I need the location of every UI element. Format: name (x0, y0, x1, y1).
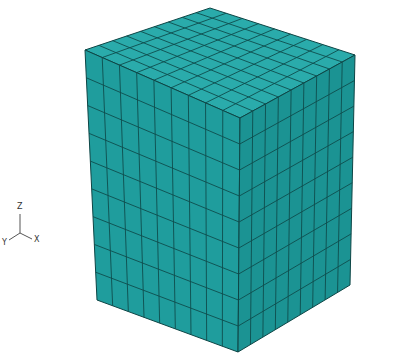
mesh-line (137, 73, 144, 318)
cube-mesh (85, 8, 355, 352)
mesh-line (92, 189, 239, 248)
mesh-line (86, 78, 239, 144)
mesh-line (89, 133, 239, 196)
mesh-line (275, 97, 278, 330)
cube-face (238, 55, 355, 352)
mesh-line (168, 22, 316, 76)
mesh-line (171, 88, 175, 329)
axis-line (20, 233, 32, 239)
mesh-line (239, 208, 352, 274)
mesh-line (222, 110, 223, 346)
mesh-line (90, 161, 239, 222)
mesh-line (119, 65, 128, 311)
mesh-line (263, 104, 266, 337)
mesh-line (102, 58, 112, 306)
mesh-line (154, 29, 275, 80)
mesh-line (188, 39, 306, 95)
mesh-line (239, 157, 353, 222)
mesh-line (182, 17, 329, 69)
axis-line (20, 214, 21, 233)
axis-triad (9, 214, 32, 240)
mesh-line (154, 80, 160, 323)
axis-label: X (34, 236, 39, 244)
mesh-line (313, 76, 317, 307)
mesh-line (240, 106, 354, 170)
axis-label: Y (2, 239, 7, 247)
mesh-line (300, 83, 304, 315)
mesh-line (250, 111, 252, 345)
mesh-line (88, 106, 240, 170)
mesh-line (196, 13, 342, 62)
mesh-line (325, 69, 329, 300)
mesh-line (288, 90, 291, 322)
mesh-line (238, 259, 350, 326)
mesh-line (338, 62, 343, 292)
mesh-line (239, 183, 352, 248)
mesh-line (238, 234, 351, 300)
axis-line (9, 233, 20, 240)
cube-face (85, 50, 240, 352)
axis-label: Z (17, 203, 22, 211)
mesh-line (96, 272, 239, 326)
mesh-line (171, 34, 290, 88)
mesh-line (239, 132, 353, 196)
mesh-line (206, 103, 207, 341)
mesh-line (93, 217, 239, 274)
mesh-line (154, 27, 303, 83)
mesh-line (94, 244, 238, 300)
mesh-line (141, 31, 292, 90)
mesh-line (240, 81, 355, 144)
mesh-line (188, 95, 191, 334)
